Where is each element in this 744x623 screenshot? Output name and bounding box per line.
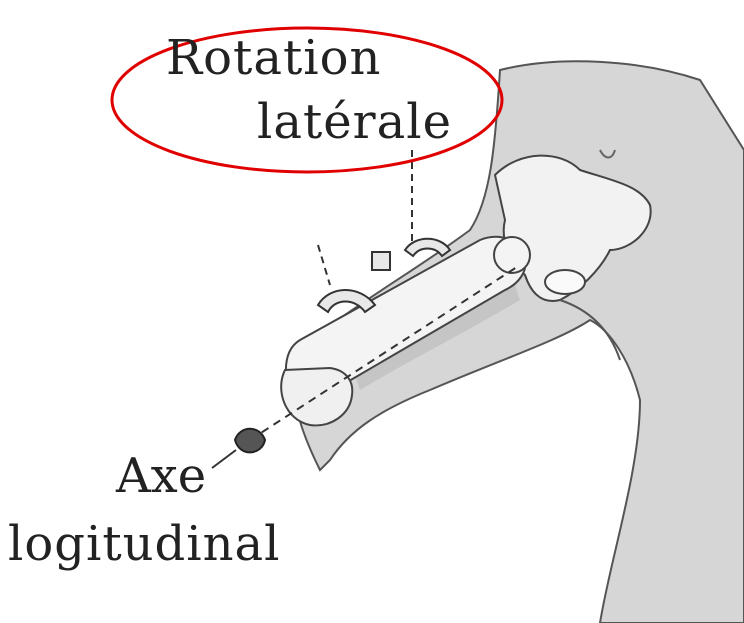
rotation-arc-front bbox=[318, 290, 375, 312]
rotation-label-line2: latérale bbox=[257, 98, 452, 146]
axis-label-line1: Axe bbox=[116, 452, 206, 500]
rotation-pointer-line-2 bbox=[318, 245, 330, 285]
femoral-head bbox=[494, 237, 530, 273]
rotation-arc-back bbox=[405, 239, 450, 256]
rotation-marker bbox=[372, 252, 390, 270]
axis-end-marker bbox=[235, 429, 265, 453]
obturator-foramen bbox=[545, 270, 585, 294]
rotation-label-line1: Rotation bbox=[166, 34, 381, 82]
axis-pointer-line bbox=[212, 450, 236, 468]
axis-label-line2: logitudinal bbox=[8, 520, 281, 568]
knee-joint bbox=[281, 368, 352, 425]
